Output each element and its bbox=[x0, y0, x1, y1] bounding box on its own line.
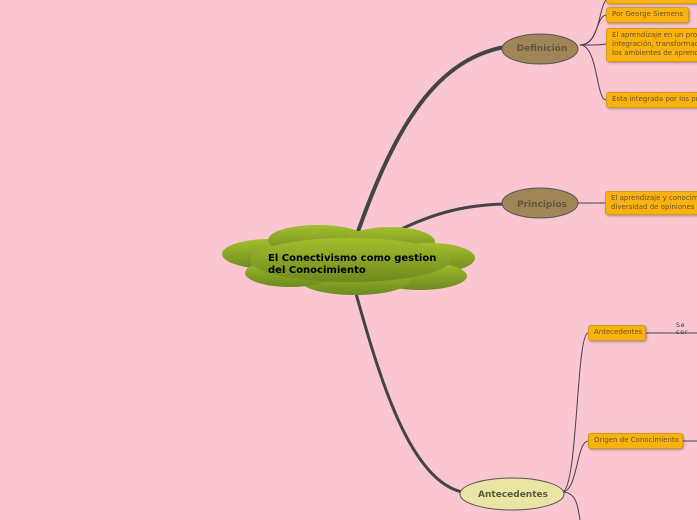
topic-origen-conocimiento[interactable]: Origen de Conocimiento bbox=[588, 433, 683, 449]
topic-por-george-siemens[interactable]: Por George Siemens bbox=[606, 7, 689, 23]
central-cloud[interactable] bbox=[222, 225, 475, 295]
topic-partial-top[interactable] bbox=[606, 0, 697, 4]
central-title: El Conectivismo como gestion del Conocim… bbox=[268, 253, 437, 276]
topic-aprendizaje-conocimiento[interactable]: El aprendizaje y conocim diversidad de o… bbox=[605, 191, 697, 215]
topic-aprendizaje-proceso[interactable]: El aprendizaje en un pro integración, tr… bbox=[606, 28, 697, 62]
branch-principios-label: Principios bbox=[516, 200, 567, 210]
definicion-cloud[interactable] bbox=[501, 33, 579, 65]
topic-antecedentes[interactable]: Antecedentes bbox=[588, 325, 646, 341]
principios-cloud[interactable] bbox=[501, 187, 579, 219]
topic-integrada[interactable]: Esta integrada por los pr bbox=[606, 92, 697, 108]
branch-definicion-label: Definición bbox=[516, 44, 568, 54]
antecedentes-note: Se cor bbox=[676, 322, 689, 336]
branch-antecedentes-label: Antecedentes bbox=[478, 490, 548, 500]
antecedentes-cloud[interactable] bbox=[459, 477, 565, 511]
